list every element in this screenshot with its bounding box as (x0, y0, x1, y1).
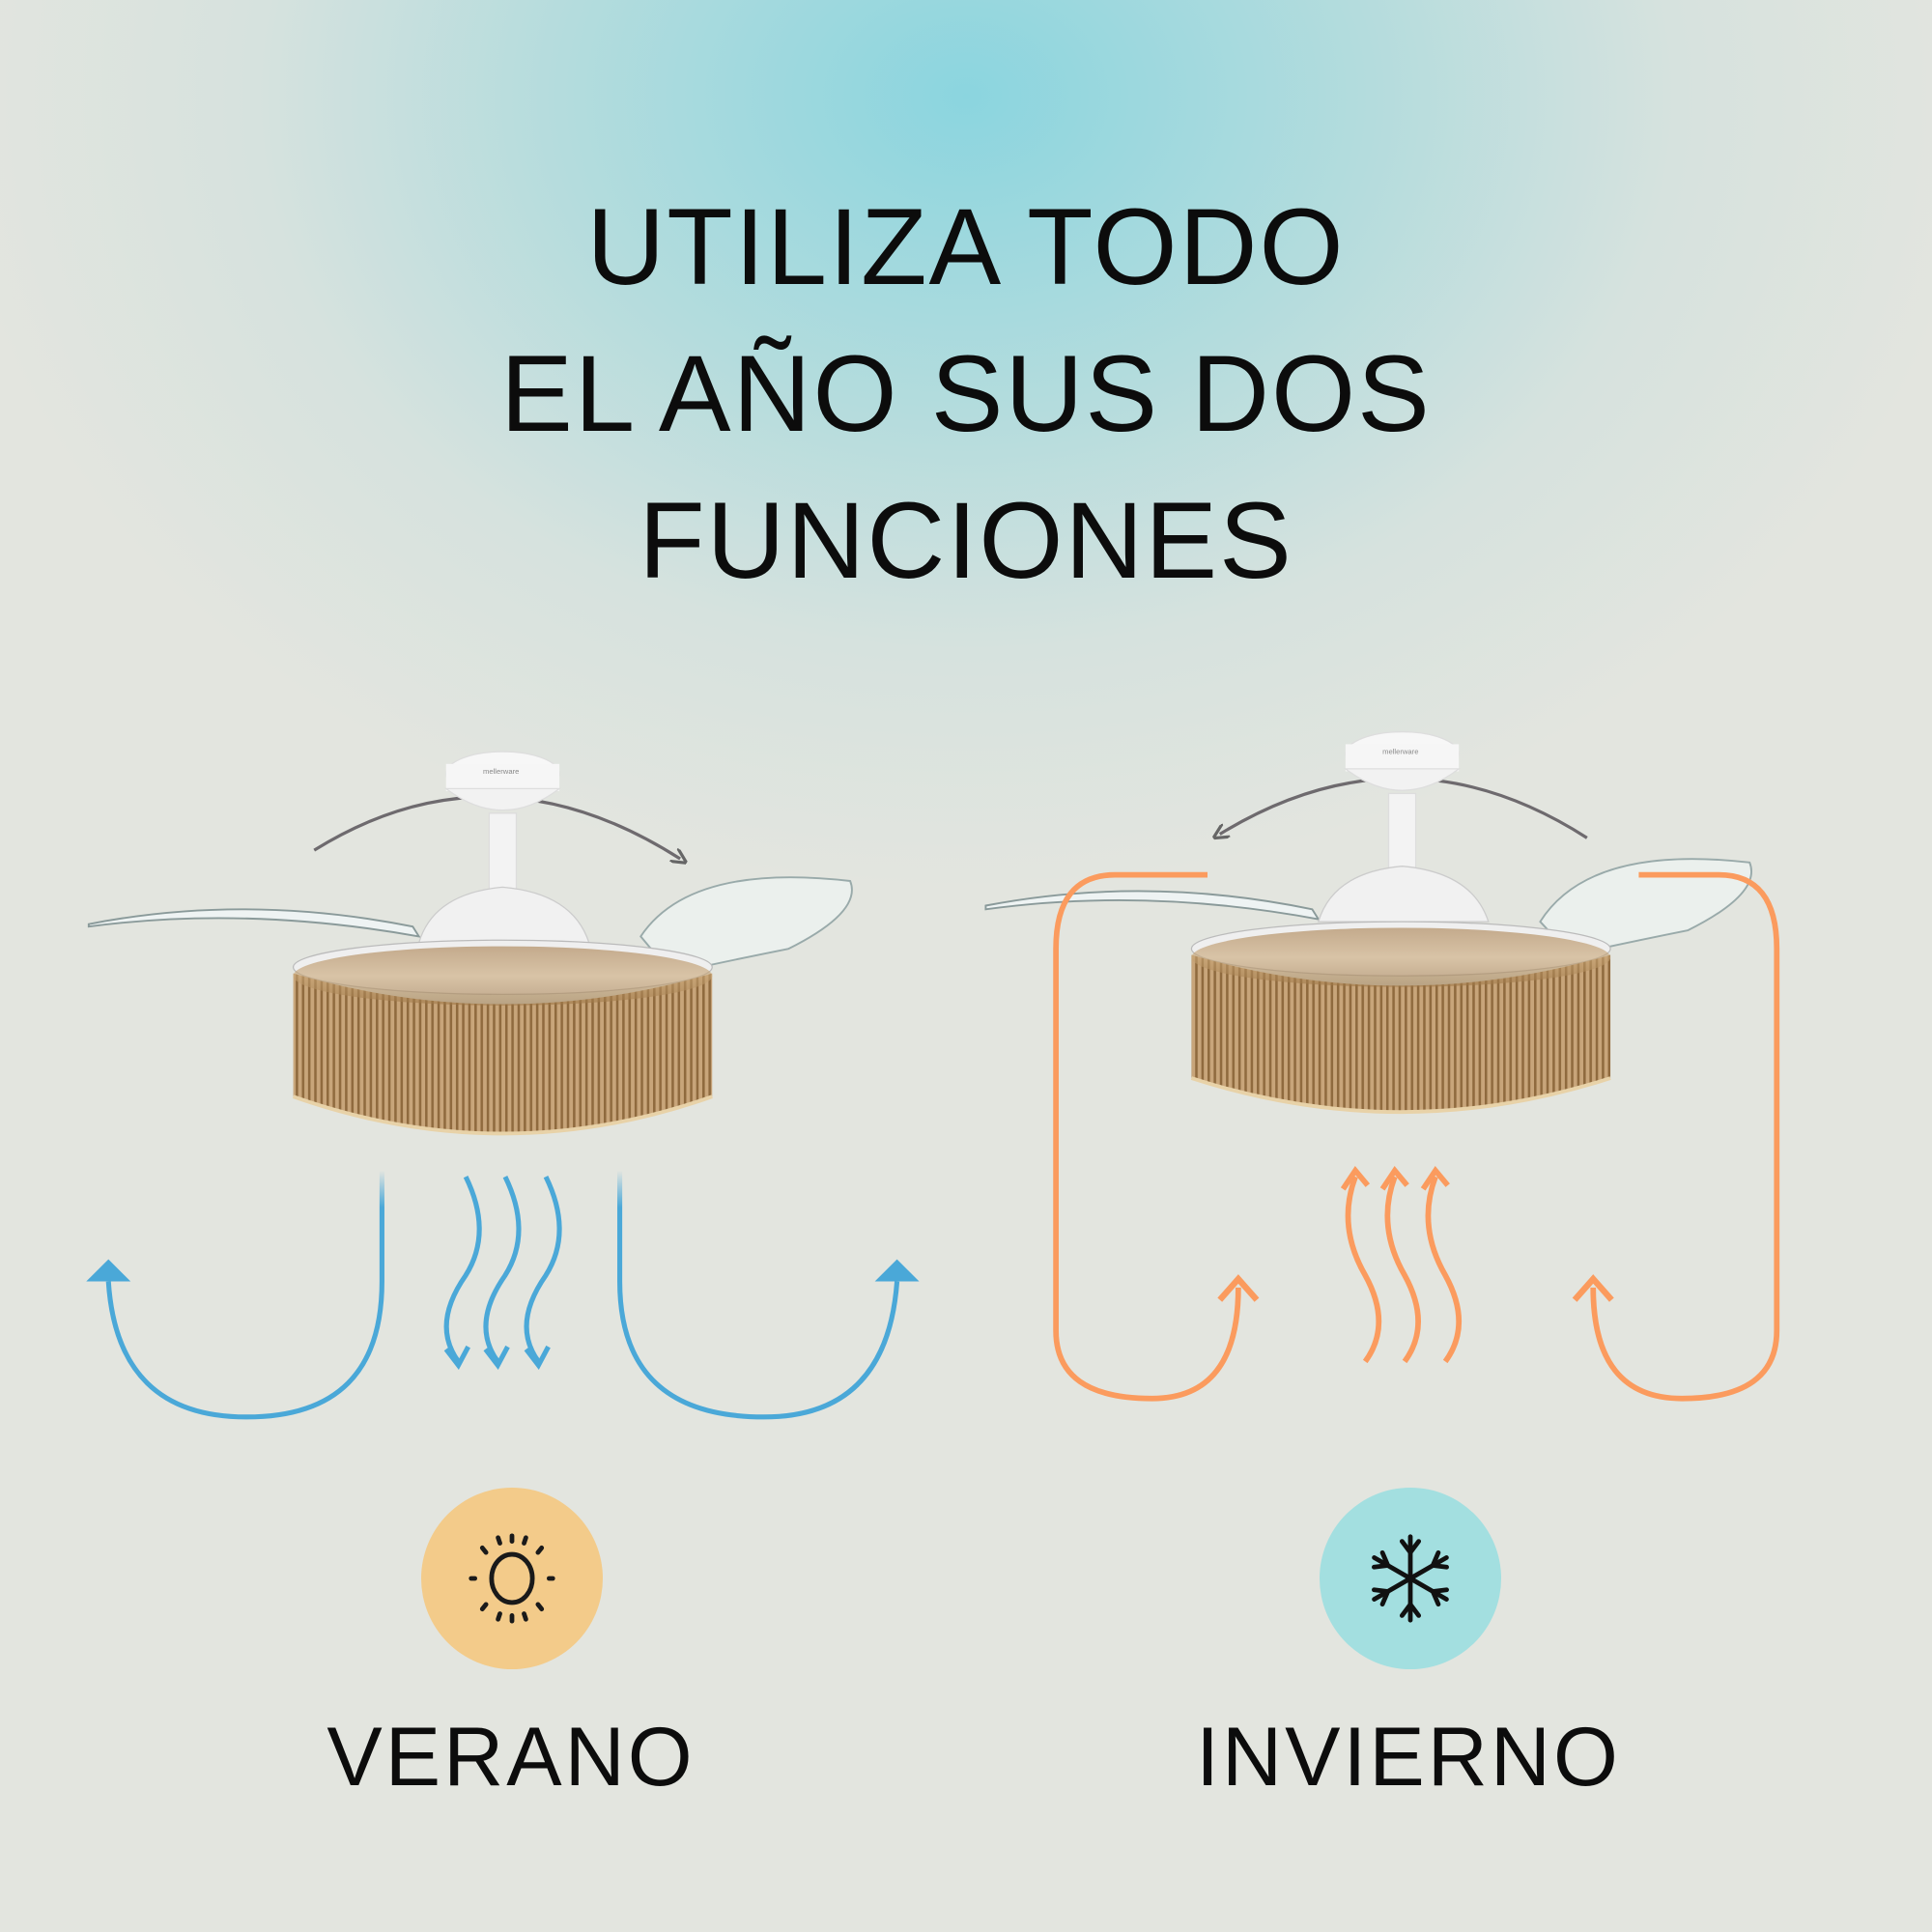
airflow-left-loop (1053, 871, 1241, 1402)
fan-blade (1539, 858, 1752, 956)
headline: UTILIZA TODO EL AÑO SUS DOS FUNCIONES (0, 174, 1932, 614)
winter-airflow (1053, 871, 1780, 1402)
rattan-drum-shade (1191, 954, 1611, 1113)
winter-badge (1320, 1488, 1501, 1669)
summer-airflow (86, 1170, 920, 1420)
fan-blade (984, 890, 1321, 921)
winter-label: INVIERNO (1196, 1711, 1621, 1804)
arrowhead-up (86, 1259, 131, 1282)
upward-wavy-arrows (1340, 1165, 1462, 1364)
rattan-drum-shade (293, 973, 713, 1134)
airflow-right-loop (1590, 871, 1780, 1402)
sun-icon (469, 1533, 555, 1624)
airflow-right-loop (617, 1170, 900, 1420)
downward-wavy-arrows (443, 1175, 562, 1370)
arrowhead-up (874, 1259, 920, 1282)
summer-badge (421, 1488, 603, 1669)
summer-label: VERANO (327, 1711, 696, 1804)
fan-brand: mellerware (1382, 748, 1418, 756)
fan-blade (87, 908, 421, 938)
headline-line-2: EL AÑO SUS DOS (500, 333, 1432, 454)
headline-line-3: FUNCIONES (639, 480, 1293, 601)
fan-brand: mellerware (483, 767, 519, 776)
airflow-left-loop (105, 1170, 384, 1420)
winter-fan: mellerware (984, 731, 1752, 1115)
headline-line-1: UTILIZA TODO (586, 186, 1346, 307)
summer-fan: mellerware (87, 751, 853, 1136)
snowflake-icon (1372, 1534, 1449, 1623)
fan-blade (639, 876, 853, 975)
